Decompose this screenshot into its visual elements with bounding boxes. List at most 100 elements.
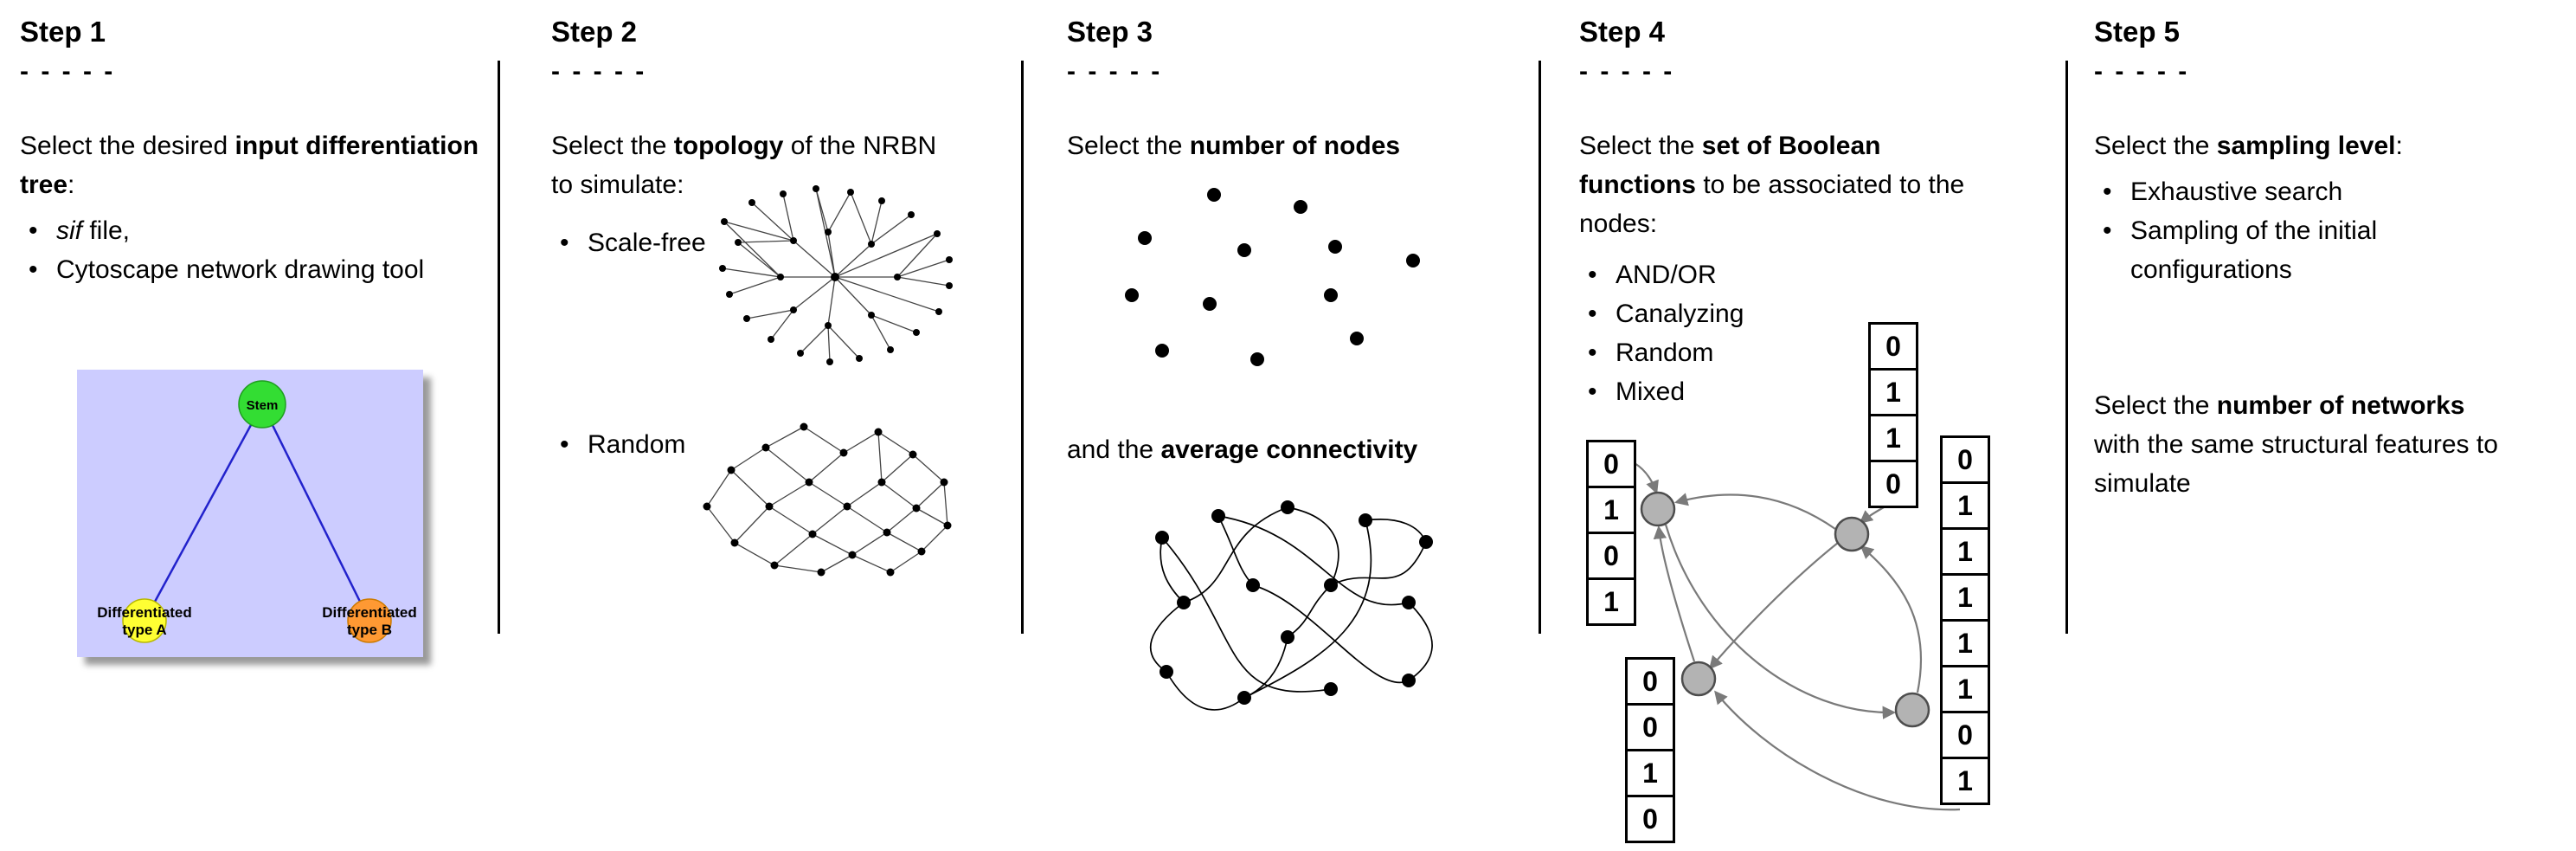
step1-title: Step 1 (20, 16, 106, 48)
step5-separator-dashes: - - - - - (2094, 57, 2190, 86)
tree-edge-stem-to-a (143, 403, 264, 622)
step1-description-post: : (67, 171, 75, 199)
bullet-scale-free: Scale-free (551, 223, 965, 262)
bullet-sampling-initial-configurations: Sampling of the initial configurations (2094, 211, 2531, 289)
boolean-node (1680, 661, 1717, 697)
step4-description-pre: Select the (1579, 132, 1702, 160)
boolean-node (1834, 516, 1870, 552)
truth-table-cell: 0 (1625, 795, 1675, 843)
step1-bullet-list: sif file, Cytoscape network drawing tool (20, 211, 491, 289)
step2-column: Step 2 - - - - - Select the topology of … (551, 16, 965, 577)
column-divider-3 (1539, 61, 1541, 634)
truth-table-top: 0 1 1 0 (1868, 322, 1918, 508)
step5-sampling-bold: sampling level (2216, 132, 2396, 160)
column-divider-4 (2065, 61, 2068, 634)
step2-description-bold: topology (673, 132, 784, 160)
step3-separator-dashes: - - - - - (1067, 57, 1163, 86)
stem-label: Stem (247, 398, 279, 413)
truth-table-cell: 1 (1625, 749, 1675, 797)
differentiation-tree-image: Stem Differentiated type A Differentiate… (77, 370, 423, 657)
step5-sampling-post: : (2395, 132, 2403, 160)
type-b-label-line1: Differentiated (322, 604, 417, 621)
step5-title: Step 5 (2094, 16, 2181, 48)
type-a-label-line1: Differentiated (97, 604, 192, 621)
step1-description: Select the desired input differentiation… (20, 126, 491, 204)
step3-nodes-bold: number of nodes (1189, 132, 1401, 160)
differentiated-type-a-node (122, 598, 167, 643)
step1-column: Step 1 - - - - - Select the desired inpu… (20, 16, 491, 657)
truth-table-cell: 1 (1940, 665, 1990, 713)
truth-table-cell: 1 (1940, 527, 1990, 576)
type-a-label-line2: type A (122, 622, 166, 638)
truth-table-cell: 1 (1940, 757, 1990, 805)
step4-title: Step 4 (1579, 16, 1666, 48)
type-b-label-line2: type B (347, 622, 392, 638)
bullet-sif-file: sif file, (20, 211, 491, 250)
truth-table-cell: 0 (1868, 460, 1918, 508)
truth-table-left: 0 1 0 1 (1586, 440, 1636, 626)
truth-table-cell: 1 (1868, 368, 1918, 416)
truth-table-cell: 0 (1940, 435, 1990, 484)
column-divider-2 (1021, 61, 1024, 634)
scale-free-nodes (719, 185, 953, 365)
truth-table-cell: 1 (1940, 619, 1990, 667)
step2-separator-dashes: - - - - - (551, 57, 647, 86)
bullet-random: Random (551, 425, 965, 464)
bullet-and-or: AND/OR (1579, 255, 2051, 294)
boolean-network-image: 0 1 1 0 0 1 0 1 0 0 1 0 0 1 1 1 (1579, 320, 2051, 851)
truth-table-bottom-left: 0 0 1 0 (1625, 657, 1675, 843)
step1-description-bold: input differentiation tree (20, 132, 479, 199)
truth-table-cell: 1 (1940, 573, 1990, 622)
differentiated-type-b-node (347, 598, 392, 643)
stem-node (238, 380, 286, 429)
truth-table-cell: 1 (1586, 577, 1636, 626)
step2-description-pre: Select the (551, 132, 674, 160)
step3-connectivity-bold: average connectivity (1160, 435, 1418, 464)
step2-description: Select the topology of the NRBN to simul… (551, 126, 965, 204)
differentiation-tree-svg: Stem Differentiated type A Differentiate… (77, 370, 423, 657)
truth-table-cell: 1 (1586, 486, 1636, 534)
step3-title: Step 3 (1067, 16, 1153, 48)
step3-nodes-text: Select the number of nodes (1067, 126, 1530, 165)
boolean-network-svg (1634, 462, 1961, 811)
step4-separator-dashes: - - - - - (1579, 57, 1675, 86)
random-network-image (703, 422, 952, 577)
truth-table-cell: 0 (1940, 711, 1990, 759)
step4-description-post: to be associated to the nodes: (1579, 171, 1965, 238)
sif-rest: file, (82, 216, 131, 245)
bullet-random-functions: Random (1579, 333, 2051, 372)
boolean-network-nodes (1640, 491, 1930, 728)
sif-italic: sif (56, 216, 82, 245)
step5-networks-post: with the same structural features to sim… (2094, 430, 2498, 498)
scatter-dots (1125, 188, 1420, 366)
boolean-node (1640, 491, 1676, 527)
step1-description-pre: Select the desired (20, 132, 235, 160)
scale-free-edges (722, 188, 950, 363)
nodes-scatter-image (1125, 188, 1420, 366)
bullet-cytoscape-tool: Cytoscape network drawing tool (20, 250, 491, 289)
tangle-nodes (1155, 500, 1433, 705)
step5-networks-bold: number of networks (2216, 391, 2465, 420)
step4-description: Select the set of Boolean functions to b… (1579, 126, 2003, 243)
average-connectivity-network-image (1149, 500, 1433, 711)
step1-separator-dashes: - - - - - (20, 57, 116, 86)
step2-description-post: of the NRBN to simulate: (551, 132, 937, 199)
step5-networks-pre: Select the (2094, 391, 2217, 420)
scale-free-network-image (719, 185, 953, 365)
step5-column: Step 5 - - - - - Select the sampling lev… (2094, 16, 2531, 503)
step3-connectivity-text: and the average connectivity (1067, 430, 1530, 469)
bullet-mixed: Mixed (1579, 372, 2051, 411)
bullet-canalyzing: Canalyzing (1579, 294, 2051, 333)
tangle-edges (1149, 506, 1433, 711)
bullet-exhaustive-search: Exhaustive search (2094, 172, 2531, 211)
tree-edge-stem-to-b (260, 403, 371, 622)
boolean-node (1894, 692, 1930, 728)
truth-table-cell: 0 (1625, 703, 1675, 751)
column-divider-1 (498, 61, 500, 634)
step3-nodes-pre: Select the (1067, 132, 1190, 160)
truth-table-right: 0 1 1 1 1 1 0 1 (1940, 435, 1990, 805)
step3-column: Step 3 - - - - - Select the number of no… (1067, 16, 1530, 741)
step4-bullet-list: AND/OR Canalyzing Random Mixed (1579, 255, 2051, 411)
step2-title: Step 2 (551, 16, 638, 48)
